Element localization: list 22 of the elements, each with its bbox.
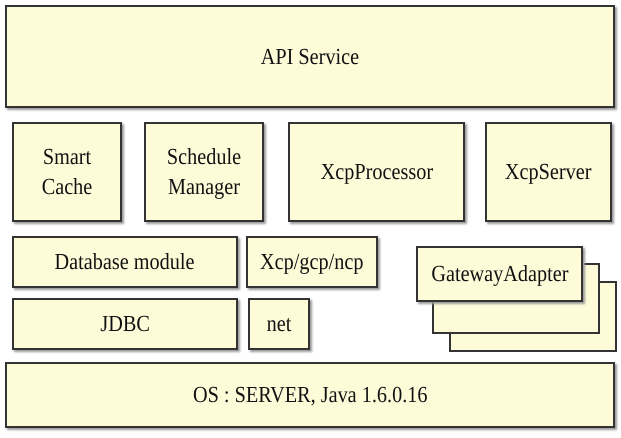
module-label: GatewayAdapter [430,260,568,288]
module-label: OS : SERVER, Java 1.6.0.16 [192,381,428,410]
module-label: XcpProcessor [320,158,433,186]
module-box [5,362,615,428]
module-box [12,122,122,222]
module-label: Database module [55,248,195,276]
module-box [12,236,238,288]
module-label: Smart Cache [40,143,94,201]
module-box [5,5,615,108]
module-label: API Service [260,42,360,71]
module-box [288,122,465,222]
module-label: XcpServer [505,158,592,186]
module-box [144,122,264,222]
module-label: Schedule Manager [166,143,242,201]
module-box [246,236,378,288]
module-box [12,298,238,350]
module-box [416,246,583,302]
module-label: Xcp/gcp/ncp [260,248,364,276]
module-label: JDBC [100,310,150,338]
module-label: net [266,310,292,338]
module-box [485,122,612,222]
module-box [248,298,310,350]
